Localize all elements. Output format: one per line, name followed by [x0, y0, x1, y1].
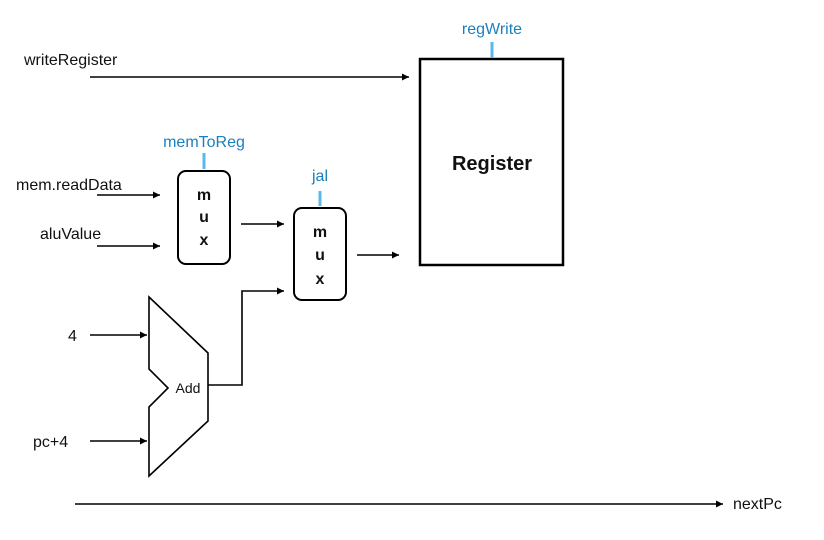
mux-1-letter-x: x [200, 232, 209, 249]
pc-plus-4-input: pc+4 [33, 434, 147, 451]
mux-2: m u x jal [293, 168, 347, 301]
adder: Add [148, 295, 209, 478]
alu-value-input: aluValue [40, 226, 160, 250]
mux-2-letter-x: x [316, 271, 325, 288]
adder-label: Add [176, 380, 201, 396]
four-input: 4 [68, 328, 147, 345]
next-pc-output: nextPc [75, 496, 782, 513]
mux-2-letter-u: u [315, 247, 325, 264]
write-register-label: writeRegister [23, 52, 118, 69]
pc-plus-4-label: pc+4 [33, 434, 68, 451]
mux-1-letter-m: m [197, 187, 211, 204]
four-label: 4 [68, 328, 77, 345]
mux-1-letter-u: u [199, 209, 209, 226]
register-block: Register regWrite [418, 21, 565, 267]
adder-to-mux-2-wire [208, 287, 284, 386]
mem-read-data-label: mem.readData [16, 177, 122, 194]
regwrite-control-label: regWrite [462, 21, 522, 38]
alu-value-label: aluValue [40, 226, 101, 243]
mux-1: m u x memToReg [163, 134, 245, 265]
next-pc-label: nextPc [733, 496, 782, 513]
mux-2-box [293, 207, 347, 301]
mux-2-letter-m: m [313, 224, 327, 241]
jal-control-label: jal [311, 168, 328, 185]
mem-read-data-input: mem.readData [16, 177, 160, 199]
mux-1-box [177, 170, 231, 265]
register-box [418, 57, 565, 267]
register-title: Register [452, 153, 532, 175]
write-register-input: writeRegister [23, 52, 409, 81]
memtoreg-control-label: memToReg [163, 134, 245, 151]
adder-shape [148, 295, 209, 478]
